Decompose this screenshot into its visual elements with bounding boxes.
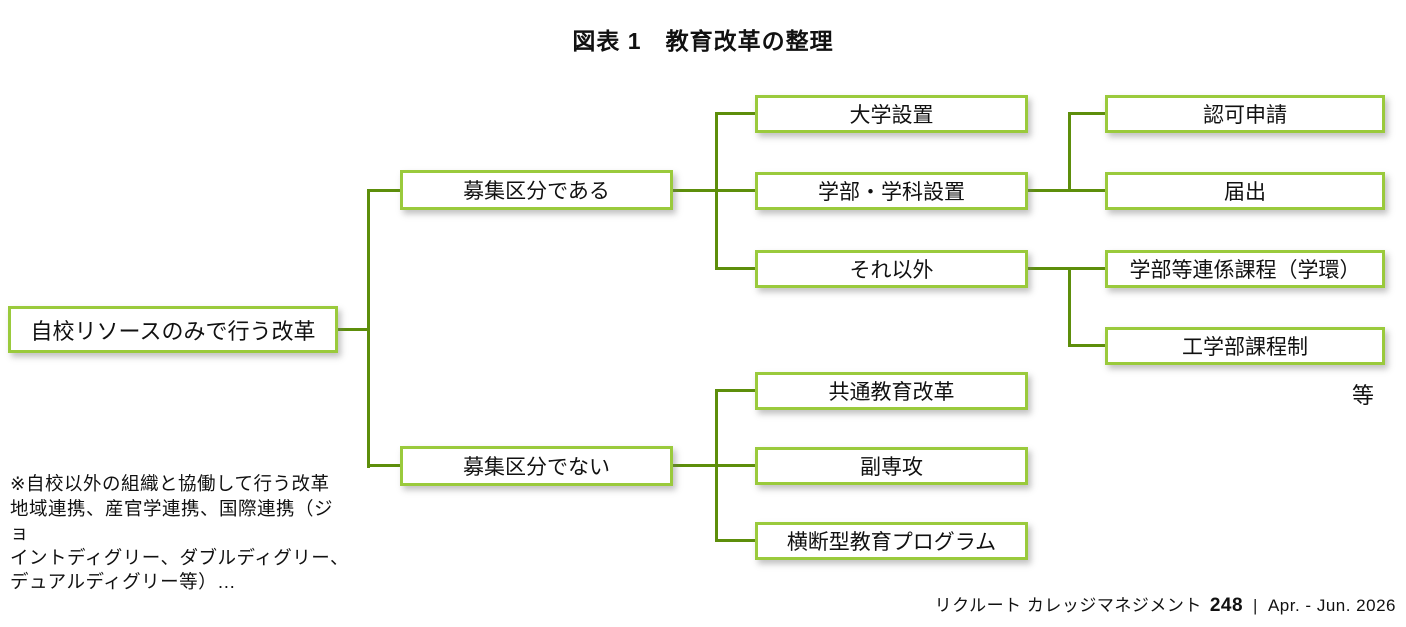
connector-branch1-stub bbox=[367, 189, 400, 192]
node-cross-disciplinary-program: 横断型教育プログラム bbox=[755, 522, 1028, 560]
node-label: 工学部課程制 bbox=[1182, 336, 1308, 359]
node-engineering-course-system: 工学部課程制 bbox=[1105, 327, 1385, 365]
node-label: それ以外 bbox=[849, 259, 934, 282]
node-label: 大学設置 bbox=[849, 104, 934, 127]
magazine-name: リクルート カレッジマネジメント bbox=[934, 596, 1202, 615]
node-label: 募集区分である bbox=[463, 180, 610, 203]
node-approval-application: 認可申請 bbox=[1105, 95, 1385, 133]
connector-dept-setup-vertical bbox=[1068, 112, 1071, 192]
node-faculty-department-establishment: 学部・学科設置 bbox=[755, 172, 1028, 210]
node-label: 横断型教育プログラム bbox=[786, 531, 997, 554]
connector-univ-setup-stub bbox=[715, 112, 757, 115]
connector-branch2-stub bbox=[367, 464, 400, 467]
connector-approval-stub bbox=[1068, 112, 1107, 115]
connector-root-vertical bbox=[367, 189, 370, 468]
connector-dept-setup-right bbox=[1028, 189, 1107, 192]
node-minor-program: 副専攻 bbox=[755, 447, 1028, 485]
node-root: 自校リソースのみで行う改革 bbox=[8, 306, 338, 353]
node-label: 学部等連係課程（学環） bbox=[1129, 259, 1361, 282]
connector-root-horizontal bbox=[335, 328, 369, 331]
node-common-education-reform: 共通教育改革 bbox=[755, 372, 1028, 410]
node-label: 認可申請 bbox=[1203, 104, 1287, 127]
connector-other-vertical bbox=[1068, 267, 1071, 347]
node-label: 共通教育改革 bbox=[828, 381, 955, 404]
connector-eng-course-stub bbox=[1068, 344, 1107, 347]
magazine-date: Apr. - Jun. 2026 bbox=[1267, 596, 1396, 615]
connector-other-right bbox=[1028, 267, 1107, 270]
connector-other-stub bbox=[715, 267, 757, 270]
node-label: 副専攻 bbox=[860, 456, 923, 479]
etc-label: 等 bbox=[1352, 383, 1375, 408]
footnote-line: 地域連携、産官学連携、国際連携（ジョ bbox=[10, 497, 334, 544]
node-faculty-linked-program: 学部等連係課程（学環） bbox=[1105, 250, 1385, 288]
figure-title: 図表 1 教育改革の整理 bbox=[572, 28, 834, 54]
node-recruit-category-no: 募集区分でない bbox=[400, 446, 673, 486]
magazine-footer: リクルート カレッジマネジメント 248 | Apr. - Jun. 2026 bbox=[935, 591, 1396, 617]
node-notification: 届出 bbox=[1105, 172, 1385, 210]
connector-cross-program-stub bbox=[715, 539, 757, 542]
footer-separator: | bbox=[1253, 596, 1258, 615]
node-root-label: 自校リソースのみで行う改革 bbox=[30, 318, 316, 344]
connector-branch2-vertical bbox=[715, 389, 718, 542]
connector-branch1-vertical bbox=[715, 112, 718, 270]
node-university-establishment: 大学設置 bbox=[755, 95, 1028, 133]
footnote-line: デュアルディグリー等）… bbox=[10, 571, 237, 592]
node-recruit-category-yes: 募集区分である bbox=[400, 170, 673, 210]
node-other: それ以外 bbox=[755, 250, 1028, 288]
magazine-issue-number: 248 bbox=[1209, 595, 1244, 616]
footnote-line: イントディグリー、ダブルディグリー、 bbox=[10, 546, 350, 568]
node-label: 募集区分でない bbox=[463, 456, 610, 479]
connector-common-edu-stub bbox=[715, 389, 757, 392]
footnote: ※自校以外の組織と協働して行う改革 地域連携、産官学連携、国際連携（ジョ イント… bbox=[10, 472, 350, 595]
node-label: 届出 bbox=[1224, 181, 1266, 204]
node-label: 学部・学科設置 bbox=[818, 181, 965, 204]
footnote-line: ※自校以外の組織と協働して行う改革 bbox=[10, 473, 330, 494]
